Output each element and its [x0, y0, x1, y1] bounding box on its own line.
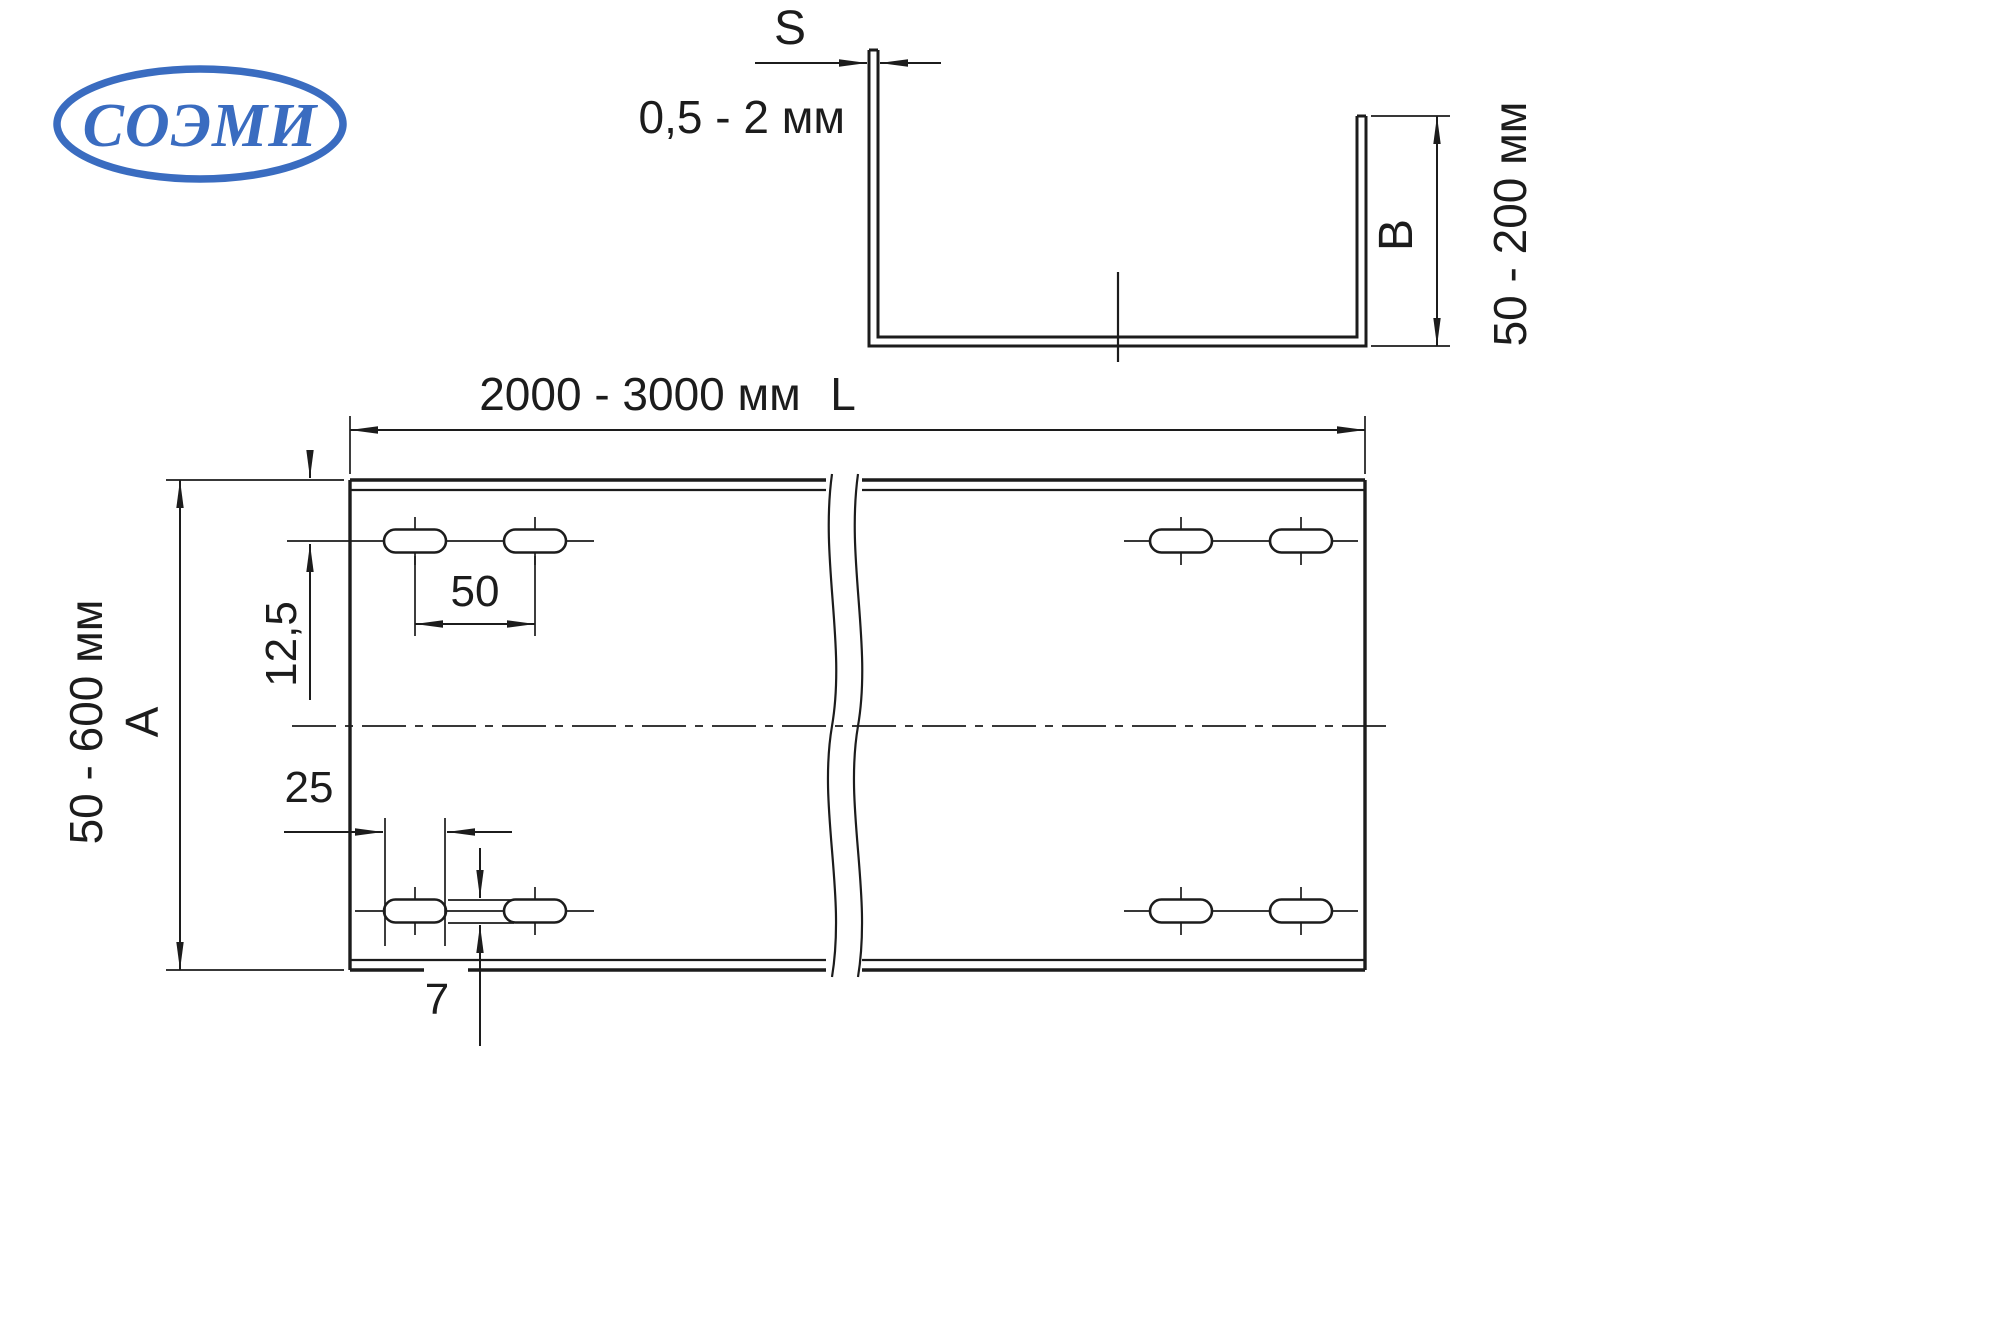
- dimension-slot-width: 7: [425, 848, 514, 1046]
- logo: СОЭМИ: [53, 65, 347, 183]
- slot-hole: [1148, 528, 1214, 554]
- slot-hole: [502, 898, 568, 924]
- channel-wall-caps: [869, 48, 1366, 118]
- thickness-label: S: [774, 2, 806, 55]
- dimension-width: 50 - 600 мм A: [60, 479, 344, 971]
- logo-text: СОЭМИ: [83, 92, 319, 160]
- break-line-left: [826, 473, 838, 978]
- height-label: B: [1370, 219, 1423, 251]
- logo-ellipse: [53, 65, 347, 183]
- width-range: 50 - 600 мм: [60, 600, 112, 845]
- slot-hole: [502, 528, 568, 554]
- slot-hole: [1268, 528, 1334, 554]
- dimension-thickness: S 0,5 - 2 мм: [639, 2, 941, 143]
- dimension-length: 2000 - 3000 мм L: [349, 368, 1366, 474]
- length-label: L: [830, 368, 856, 420]
- dimension-slot-length: 25: [284, 763, 512, 946]
- height-range: 50 - 200 мм: [1484, 102, 1536, 347]
- dimension-hole-spacing: 50: [414, 556, 536, 636]
- length-range: 2000 - 3000 мм: [479, 368, 801, 420]
- slot-hole: [1268, 898, 1334, 924]
- thickness-range: 0,5 - 2 мм: [639, 91, 845, 143]
- dimension-edge-offset: 12,5: [257, 450, 314, 700]
- slot-hole: [382, 898, 448, 924]
- section-view: S 0,5 - 2 мм B 50 - 200 мм: [639, 2, 1536, 362]
- slot-holes: [287, 517, 1358, 935]
- plate-outline: [348, 478, 1367, 972]
- dimension-height: B 50 - 200 мм: [1370, 102, 1536, 347]
- slot-length-value: 25: [285, 763, 334, 812]
- slot-hole: [1148, 898, 1214, 924]
- slot-width-value: 7: [425, 975, 449, 1024]
- slot-hole: [382, 528, 448, 554]
- spacing-value: 50: [451, 567, 500, 616]
- width-label: A: [116, 706, 168, 737]
- plan-view: 2000 - 3000 мм L 50 - 600 мм A 50 12,5: [60, 368, 1394, 1046]
- offset-value: 12,5: [257, 601, 306, 687]
